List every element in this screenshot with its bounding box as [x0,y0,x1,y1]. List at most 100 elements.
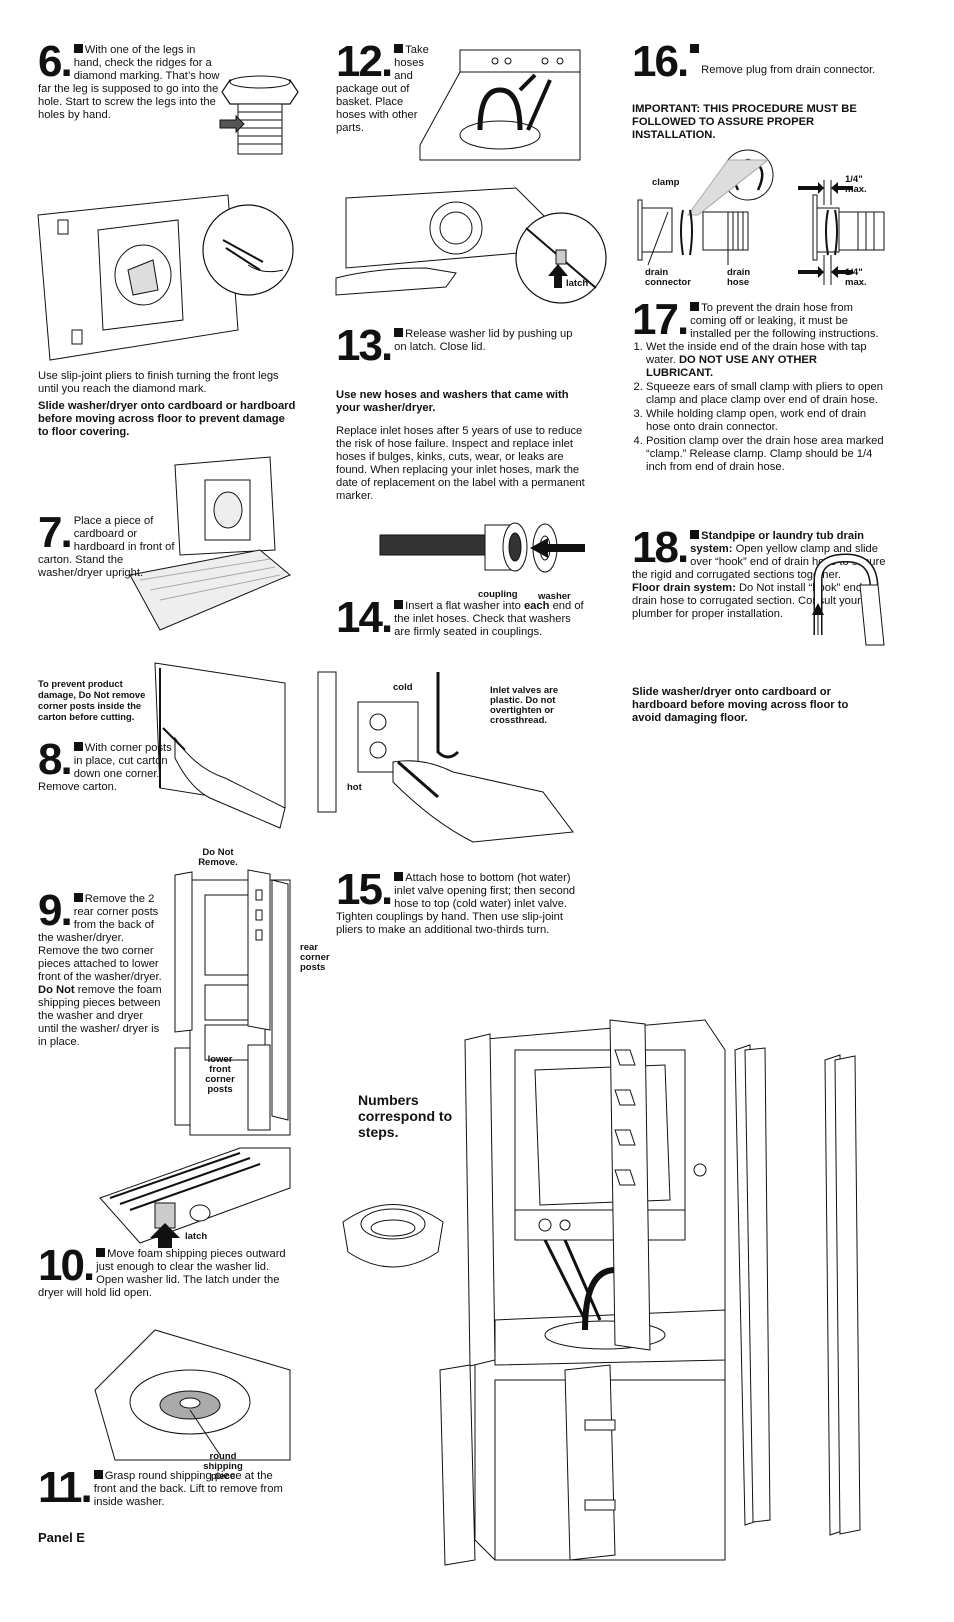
latch-closeup-illustration-10 [100,1148,290,1248]
step-12-instruction: Take hoses and package out of basket. Pl… [336,44,429,134]
rear-corner-posts-label: rear corner posts [300,942,330,973]
step-7-number: 7. [38,508,73,557]
step-13-number: 13. [336,321,393,370]
step-17-item-1: Wet the inside end of the drain hose wit… [646,341,887,380]
latch-label-12: latch [566,278,589,289]
step-17-item-3: While holding clamp open, work end of dr… [646,408,887,434]
washer-on-side-pliers-illustration [38,190,298,365]
step-18-text-b: Do Not install “hook” end of drain hose … [632,582,875,620]
bullet-square-icon [73,44,83,53]
step-6-instruction: With one of the legs in hand, check the … [38,44,220,121]
step-7-text-block: 7. Place a piece of cardboard or hardboa… [38,508,178,580]
step-14-each: each [523,600,550,612]
bullet-square-icon [73,893,83,902]
step-15-text-block: 15. Attach hose to bottom (hot water) in… [336,865,588,937]
step-14-text-block: 14. Insert a flat washer into each end o… [336,593,586,642]
step-6-text-block: 6. With one of the legs in hand, check t… [38,37,224,122]
bullet-square-icon [394,44,404,53]
do-not-remove-label: Do Not Remove. [198,847,238,868]
step-12-text-block: 12. Take hoses and package out of basket… [336,37,436,135]
step-8-warning: To prevent product damage, Do Not remove… [38,678,146,722]
step-9-text-block: 9. Remove the 2 rear corner posts from t… [38,886,166,1049]
step-9-instruction-b: remove the foam shipping pieces between … [38,984,162,1048]
step-14-instruction-b: end of the inlet hoses. Check that washe… [394,600,584,638]
leveling-leg-illustration [220,70,300,160]
step-6-warning: Slide washer/dryer onto cardboard or har… [38,400,296,438]
assembled-washer-dryer-illustration [435,1020,915,1580]
step-11-instruction: Grasp round shipping piece at the front … [93,1470,283,1508]
coupling-washer-illustration [380,520,585,595]
bullet-square-icon [690,530,700,539]
corner-posts-illustration [170,870,310,1140]
cutting-carton-illustration [145,658,295,833]
step-8-text-block: 8. With corner posts in place, cut carto… [38,735,183,794]
hot-label: hot [347,782,362,793]
step-15-instruction: Attach hose to bottom (hot water) inlet … [336,872,576,936]
step-13-instruction: Release washer lid by pushing up on latc… [394,328,573,353]
drain-connector-label: drain connector [645,267,691,288]
step-11-text-block: 11. Grasp round shipping piece at the fr… [38,1463,288,1512]
clamp-label: clamp [652,177,680,188]
bullet-square-icon [73,742,83,751]
step-15-number: 15. [336,865,393,914]
step-10-instruction: Move foam shipping pieces outward just e… [38,1248,286,1299]
bullet-square-icon [394,600,404,609]
step-18-warning: Slide washer/dryer onto cardboard or har… [632,686,849,724]
step-16-important: IMPORTANT: THIS PROCEDURE MUST BE FOLLOW… [632,103,857,141]
bullet-square-icon [93,1470,103,1479]
round-shipping-piece-part [338,1192,448,1272]
step-10-text-block: 10. Move foam shipping pieces outward ju… [38,1241,288,1300]
upright-carton-cardboard-illustration [120,455,295,635]
step-7-instruction: Place a piece of cardboard or hardboard … [38,515,175,579]
coupling-label: coupling [478,589,518,600]
step-11-number: 11. [38,1463,93,1512]
numbers-correspond-note: Numbers correspond to steps. [358,1092,453,1140]
inlet-valves-illustration [318,672,588,842]
step-18-floor-heading: Floor drain system: [632,582,736,594]
step-18-heading: Standpipe or laundry tub drain system: [690,530,865,555]
step-17-text-block: 17. To prevent the drain hose from comin… [632,295,887,475]
round-shipping-piece-illustration [95,1330,290,1465]
step-12-number: 12. [336,37,393,86]
step-8-number: 8. [38,735,73,784]
step-17-instruction: To prevent the drain hose from coming of… [690,302,879,340]
drain-hose-label: drain hose [727,267,751,288]
step-10-number: 10. [38,1241,95,1290]
step-14-number: 14. [336,593,393,642]
step-9-instruction-a: Remove the 2 rear corner posts from the … [38,893,162,983]
step-6-number: 6. [38,37,73,86]
latch-push-up-illustration [336,188,596,318]
step-9-number: 9. [38,886,73,935]
lower-front-corner-posts-label: lower front corner posts [205,1054,235,1095]
bullet-square-icon [394,328,404,337]
bullet-square-icon [394,872,404,881]
step-18-text-a: Open yellow clamp and slide over “hook” … [632,543,886,581]
step-16-text-block: 16. Remove plug from drain connector. [632,37,917,86]
step-6-pliers-text: Use slip-joint pliers to finish turning … [38,370,279,395]
bullet-square-icon [96,1248,106,1257]
step-18-text-block: 18. Standpipe or laundry tub drain syste… [632,523,887,621]
step-9-do-not: Do Not [38,984,75,996]
cold-label: cold [393,682,413,693]
drain-clamp-diagram [628,150,888,290]
panel-label: Panel E [38,1530,85,1545]
quarter-inch-label-top: 1/4" max. [845,174,867,195]
step-13-text-block: 13. Release washer lid by pushing up on … [336,321,586,370]
latch-label-10: latch [185,1231,208,1242]
inlet-valves-warning: Inlet valves are plastic. Do not overtig… [490,685,559,726]
round-shipping-piece-label: round shipping piece [203,1451,243,1482]
step-13-bold-note: Use new hoses and washers that came with… [336,389,569,414]
bullet-square-icon [690,302,700,311]
step-14-instruction-a: Insert a flat washer into [405,600,521,612]
step-13-paragraph: Replace inlet hoses after 5 years of use… [336,425,585,502]
quarter-inch-label-bottom: 1/4" max. [845,267,867,288]
step-18-number: 18. [632,523,689,572]
hoses-in-basket-illustration [420,50,585,170]
step-17-number: 17. [632,295,689,344]
step-8-instruction: With corner posts in place, cut carton d… [38,742,172,793]
drain-hook-illustration [812,555,886,650]
step-17-item-2: Squeeze ears of small clamp with pliers … [646,381,887,407]
step-16-number: 16. [632,37,689,86]
step-16-instruction: Remove plug from drain connector. [701,64,876,76]
washer-label: washer [538,591,571,602]
